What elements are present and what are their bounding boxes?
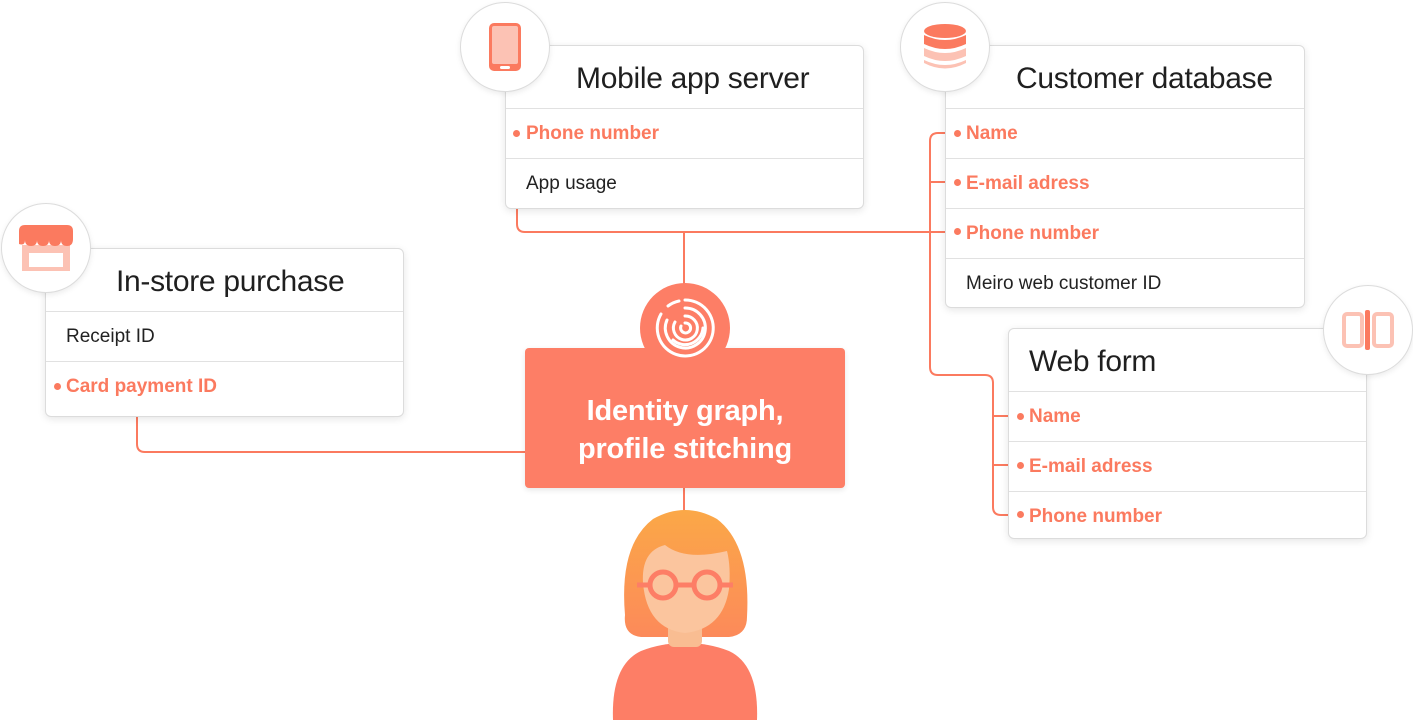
field-phone-number: Phone number	[1009, 491, 1366, 541]
card-customer-database: Customer database Name E-mail adress Pho…	[945, 45, 1305, 308]
identity-graph-label-line1: Identity graph,	[586, 395, 784, 427]
card-web-form: Web form Name E-mail adress Phone number	[1008, 328, 1367, 539]
input-field-icon	[1342, 310, 1394, 350]
badge-web-form	[1323, 285, 1413, 375]
database-icon	[924, 24, 966, 69]
field-receipt-id: Receipt ID	[66, 326, 155, 347]
card-title: In-store purchase	[46, 249, 403, 312]
field-app-usage: App usage	[506, 158, 863, 208]
connector-dot	[1017, 511, 1024, 518]
storefront-icon	[19, 225, 73, 271]
field-email: E-mail adress	[946, 158, 1304, 208]
connector-dot	[1017, 413, 1024, 420]
connector-dot	[954, 130, 961, 137]
connector-database-to-webform	[929, 132, 1021, 516]
connector-dot	[954, 179, 961, 186]
field-name: Name	[966, 123, 1018, 144]
connector-dot	[954, 228, 961, 235]
badge-mobile	[460, 2, 550, 92]
field-meiro-web-customer-id: Meiro web customer ID	[946, 258, 1304, 308]
card-title: Customer database	[946, 46, 1304, 109]
card-in-store-purchase: In-store purchase Receipt ID Card paymen…	[45, 248, 404, 417]
badge-store	[1, 203, 91, 293]
connector-dot	[513, 130, 520, 137]
connector-mobile-to-database	[516, 133, 958, 233]
smartphone-icon	[489, 23, 521, 71]
connector-store-to-center	[136, 387, 530, 453]
identity-graph-label-line2: profile stitching	[577, 433, 793, 465]
person-avatar-icon	[605, 505, 765, 725]
badge-database	[900, 2, 990, 92]
card-title: Web form	[1009, 329, 1366, 392]
connector-dot	[54, 383, 61, 390]
field-phone-number: Phone number	[946, 208, 1304, 258]
maze-fingerprint-icon	[640, 283, 730, 373]
field-card-payment-id: Card payment ID	[46, 361, 403, 411]
field-email: E-mail adress	[1009, 441, 1366, 491]
card-title: Mobile app server	[506, 46, 863, 109]
field-name: Name	[1029, 406, 1081, 427]
connector-dot	[1017, 462, 1024, 469]
field-phone-number: Phone number	[526, 123, 660, 144]
card-mobile-app-server: Mobile app server Phone number App usage	[505, 45, 864, 209]
identity-graph-label: Identity graph, profile stitching	[525, 392, 845, 468]
